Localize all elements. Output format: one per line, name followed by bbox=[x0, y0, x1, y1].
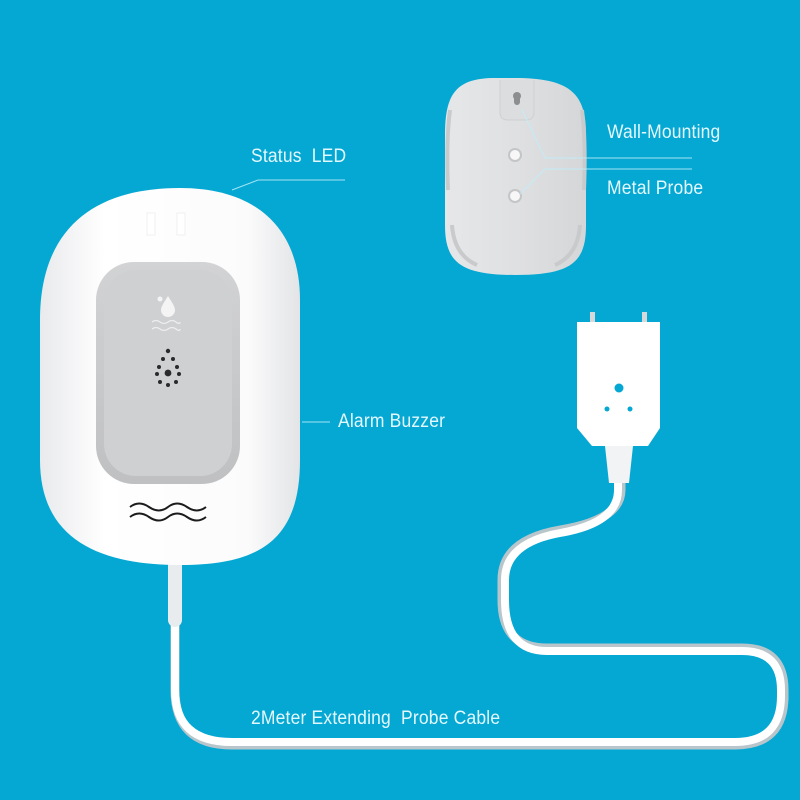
probe-cable bbox=[168, 478, 789, 750]
label-status-led: Status LED bbox=[251, 146, 347, 167]
status-led-icon bbox=[146, 212, 156, 236]
leader-lines bbox=[231, 109, 692, 423]
label-wall-mounting: Wall-Mounting bbox=[607, 122, 721, 143]
back-plate bbox=[445, 78, 587, 275]
remote-probe bbox=[577, 312, 660, 483]
wave-logo-icon bbox=[129, 502, 207, 522]
water-waves-icon bbox=[151, 319, 181, 332]
water-drop-icon bbox=[157, 296, 175, 317]
main-unit bbox=[40, 188, 300, 565]
label-metal-probe: Metal Probe bbox=[607, 178, 704, 199]
metal-probe-contact-icon bbox=[508, 148, 522, 203]
probe-dot-icon bbox=[614, 383, 624, 393]
keyhole-icon bbox=[513, 92, 521, 105]
label-probe-cable: 2Meter Extending Probe Cable bbox=[251, 708, 501, 729]
label-alarm-buzzer: Alarm Buzzer bbox=[338, 411, 446, 432]
buzzer-holes-icon bbox=[155, 348, 181, 387]
probe-pin-icon bbox=[590, 312, 595, 324]
